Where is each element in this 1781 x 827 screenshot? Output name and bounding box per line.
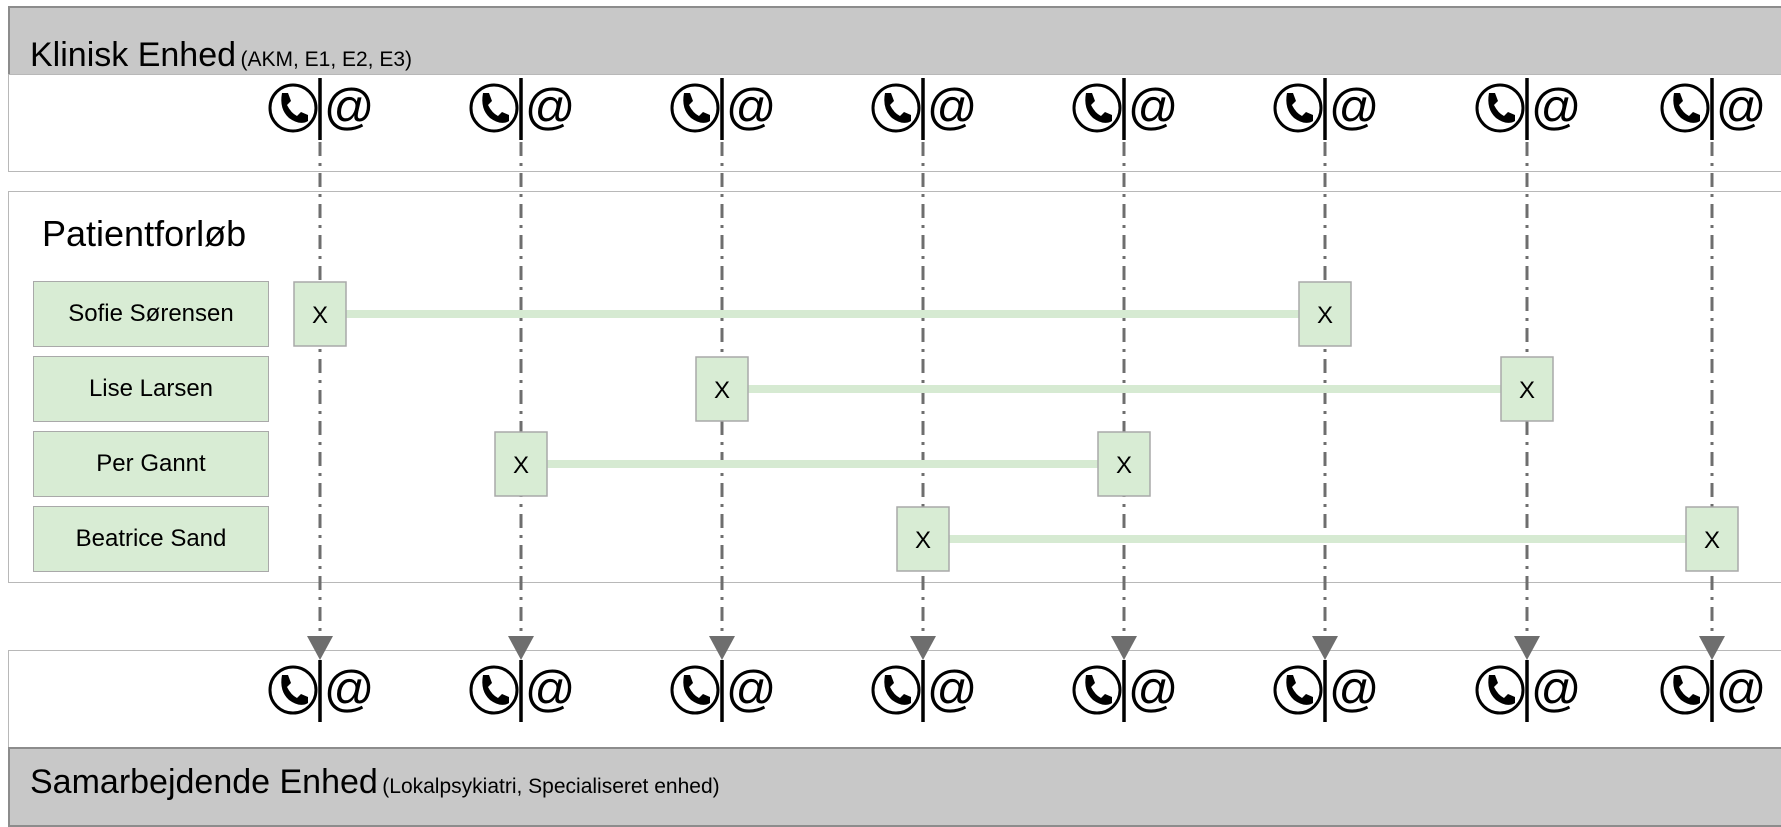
phone-icon [1475,83,1525,133]
marker-box [1097,431,1151,497]
section-title: Patientforløb [42,213,247,254]
phone-icon [1660,83,1710,133]
arrow-head [1514,636,1540,660]
phone-icon [871,83,921,133]
at-sign-icon: @ [926,79,977,135]
marker-label: X [1519,377,1535,404]
marker-label: X [1704,527,1720,554]
patient-label: Lise Larsen [33,356,269,422]
marker-box [293,281,347,347]
phone-icon [1660,665,1710,715]
phone-icon [670,665,720,715]
marker-box [494,431,548,497]
at-sign-icon: @ [1715,661,1766,717]
phone-icon [268,665,318,715]
at-sign-icon: @ [524,79,575,135]
marker-box [1298,281,1352,347]
at-sign-icon: @ [1127,661,1178,717]
at-sign-icon: @ [1530,661,1581,717]
phone-icon [670,83,720,133]
at-sign-icon: @ [926,661,977,717]
marker-box [896,506,950,572]
at-sign-icon: @ [1127,79,1178,135]
phone-icon [1072,665,1122,715]
at-sign-icon: @ [1530,79,1581,135]
header-title: Klinisk Enhed [30,36,237,74]
phone-icon [469,83,519,133]
marker-label: X [513,452,529,479]
phone-icon [1273,665,1323,715]
arrow-head [709,636,735,660]
arrow-head [508,636,534,660]
header-subtitle: (AKM, E1, E2, E3) [240,48,413,71]
arrow-head [910,636,936,660]
at-sign-icon: @ [1328,661,1379,717]
marker-box [1500,356,1554,422]
patient-label: Beatrice Sand [33,506,269,572]
arrow-head [1699,636,1725,660]
footer-title: Samarbejdende Enhed [30,763,378,801]
arrow-head [1111,636,1137,660]
at-sign-icon: @ [524,661,575,717]
marker-label: X [714,377,730,404]
marker-box [1685,506,1739,572]
marker-box [695,356,749,422]
phone-icon [469,665,519,715]
phone-icon [1072,83,1122,133]
phone-icon [1475,665,1525,715]
header-band: Klinisk Enhed (AKM, E1, E2, E3) [8,6,1781,76]
at-sign-icon: @ [725,79,776,135]
arrow-head [1312,636,1338,660]
timeline-diagram: @ @ @ @ @ @ @ @ @ @ @ @ @ @ @ @ X X X X X X X X [268,78,1766,722]
footer-subtitle: (Lokalpsykiatri, Specialiseret enhed) [382,775,720,798]
at-sign-icon: @ [323,79,374,135]
at-sign-icon: @ [725,661,776,717]
at-sign-icon: @ [323,661,374,717]
at-sign-icon: @ [1328,79,1379,135]
phone-icon [268,83,318,133]
phone-icon [871,665,921,715]
marker-label: X [915,527,931,554]
arrow-head [307,636,333,660]
marker-label: X [1116,452,1132,479]
patient-label: Per Gannt [33,431,269,497]
at-sign-icon: @ [1715,79,1766,135]
patient-label: Sofie Sørensen [33,281,269,347]
marker-label: X [312,302,328,329]
marker-label: X [1317,302,1333,329]
phone-icon [1273,83,1323,133]
